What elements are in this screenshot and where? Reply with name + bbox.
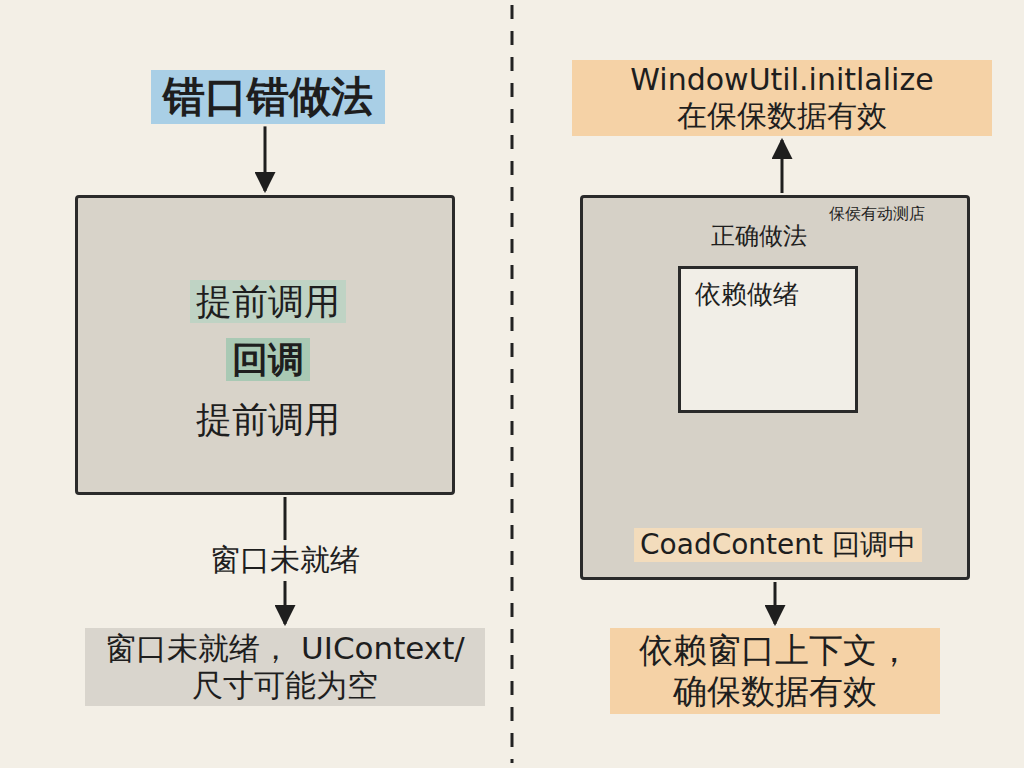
node-text: 依赖窗口上下文， 确保数据有效 <box>620 630 930 712</box>
flow-arrow <box>264 126 267 191</box>
window-box: 提前调用回调提前调用 <box>75 195 455 495</box>
monitor-box: 依赖做绪 <box>678 266 858 413</box>
node-text: CoadContent 回调中 <box>634 528 922 562</box>
node-text: WindowUtil.initlalize 在保保数据有效 <box>582 62 982 134</box>
result-box: 窗口未就绪， UIContext/尺寸可能为空 <box>85 628 485 706</box>
heading-box: 错口错做法 <box>151 70 385 124</box>
node-text: 回调 <box>226 338 310 381</box>
divider-line <box>511 5 514 763</box>
node-text: 提前调用 <box>196 398 340 441</box>
node-text: 依赖做绪 <box>695 279 799 310</box>
node-text: 正确做法 <box>711 222 807 251</box>
result-box: 依赖窗口上下文， 确保数据有效 <box>610 628 940 714</box>
node-text: 窗口未就绪， UIContext/尺寸可能为空 <box>95 630 475 704</box>
flow-arrow <box>774 582 777 624</box>
flow-arrow <box>781 140 784 193</box>
window-box: 保侯有动测店正确做法 CoadContent 回调中 依赖做绪 <box>580 195 970 580</box>
node-text: 提前调用 <box>190 280 346 323</box>
note-box: WindowUtil.initlalize 在保保数据有效 <box>572 60 992 136</box>
edge-label: 窗口未就绪 <box>204 540 366 581</box>
node-text: 保侯有动测店 <box>829 204 925 223</box>
node-text: 错口错做法 <box>163 72 373 122</box>
